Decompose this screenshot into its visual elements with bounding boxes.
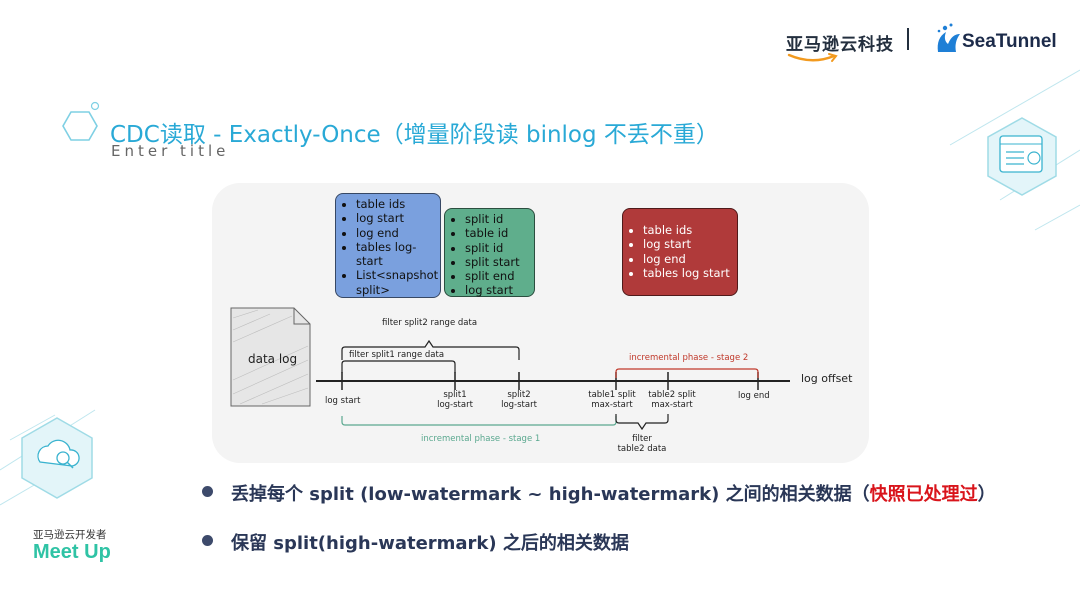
page-subtitle: Enter title — [111, 142, 230, 160]
list-item: tables log-start — [356, 240, 436, 269]
filter-split1-label: filter split1 range data — [349, 350, 445, 360]
log-offset-label: log offset — [801, 372, 853, 385]
filter-table2-line2: table2 data — [617, 444, 667, 454]
split1-range-bracket — [341, 360, 456, 373]
list-item: log end — [356, 226, 436, 240]
brand-separator — [907, 28, 909, 50]
tick-sublabel: max-start — [591, 400, 633, 410]
tick-label: split2 — [507, 390, 531, 400]
tick-sublabel: log-start — [437, 400, 473, 410]
list-item: split end — [465, 269, 530, 283]
tick-log-end: log end — [738, 391, 770, 401]
list-item: split id — [465, 241, 530, 255]
seatunnel-logo-icon — [937, 23, 960, 52]
tick-split1: split1 log-start — [425, 390, 485, 410]
bullet-text: 丢掉每个 split (low-watermark ~ high-waterma… — [231, 484, 870, 505]
tick-label: table1 split — [588, 390, 636, 400]
brand-seatunnel: SeaTunnel — [962, 31, 1057, 52]
filter-table2-line1: filter — [632, 434, 652, 444]
table2-filter-bracket — [615, 414, 669, 431]
tick-sublabel: max-start — [651, 400, 693, 410]
list-item: log start — [465, 283, 530, 297]
bullet-dot — [202, 535, 213, 546]
bullet-text-end: ） — [977, 484, 996, 505]
title-hex-icon — [62, 101, 100, 141]
page-title: CDC读取 - Exactly-Once（增量阶段读 binlog 不丢不重） — [110, 122, 719, 148]
list-item: log end — [643, 252, 733, 266]
tick-label: table2 split — [648, 390, 696, 400]
tick-table2-split: table2 split max-start — [642, 390, 702, 410]
diagram-panel — [212, 183, 869, 463]
tick-label: split1 — [443, 390, 467, 400]
stage1-label: incremental phase - stage 1 — [421, 434, 541, 444]
list-item: table id — [465, 226, 530, 240]
bullet-keep-data: 保留 split(high-watermark) 之后的相关数据 — [231, 533, 629, 554]
list-item: tables log start — [643, 266, 733, 280]
brand-aws-cn: 亚马逊云科技 — [786, 35, 894, 55]
tick-table1-split: table1 split max-start — [582, 390, 642, 410]
split2-range-bracket — [341, 339, 520, 360]
document-hex-icon — [987, 117, 1057, 196]
amazon-smile-icon — [787, 53, 838, 62]
event-name: Meet Up — [33, 541, 111, 563]
filter-table2-label: filter table2 data — [612, 434, 672, 454]
filter-split2-label: filter split2 range data — [382, 318, 478, 328]
data-log-document-icon — [230, 307, 311, 407]
stage2-label: incremental phase - stage 2 — [629, 353, 749, 363]
stage1-bracket — [341, 416, 617, 426]
tick-sublabel: log-start — [501, 400, 537, 410]
tick-split2: split2 log-start — [489, 390, 549, 410]
bullet-drop-split-data: 丢掉每个 split (low-watermark ~ high-waterma… — [231, 480, 996, 506]
list-item: log start — [356, 211, 436, 225]
list-item: table ids — [356, 197, 436, 211]
split-enumerator-box: table ids log start log end tables log-s… — [335, 193, 441, 298]
cloud-search-hex-icon — [21, 417, 93, 499]
incremental-split-box: table ids log start log end tables log s… — [622, 208, 738, 296]
bullet-highlight: 快照已处理过 — [869, 484, 978, 505]
list-item: split id — [465, 212, 530, 226]
list-item: List<snapshot split> — [356, 268, 438, 297]
community-name: 亚马逊云开发者 — [33, 529, 107, 541]
data-log-label: data log — [248, 352, 298, 366]
list-item: log start — [643, 237, 733, 251]
snapshot-split-box: split id table id split id split start s… — [444, 208, 535, 297]
tick-log-start: log start — [325, 396, 361, 406]
stage2-bracket — [615, 368, 759, 378]
list-item: split start — [465, 255, 530, 269]
bullet-dot — [202, 486, 213, 497]
list-item: table ids — [643, 223, 733, 237]
